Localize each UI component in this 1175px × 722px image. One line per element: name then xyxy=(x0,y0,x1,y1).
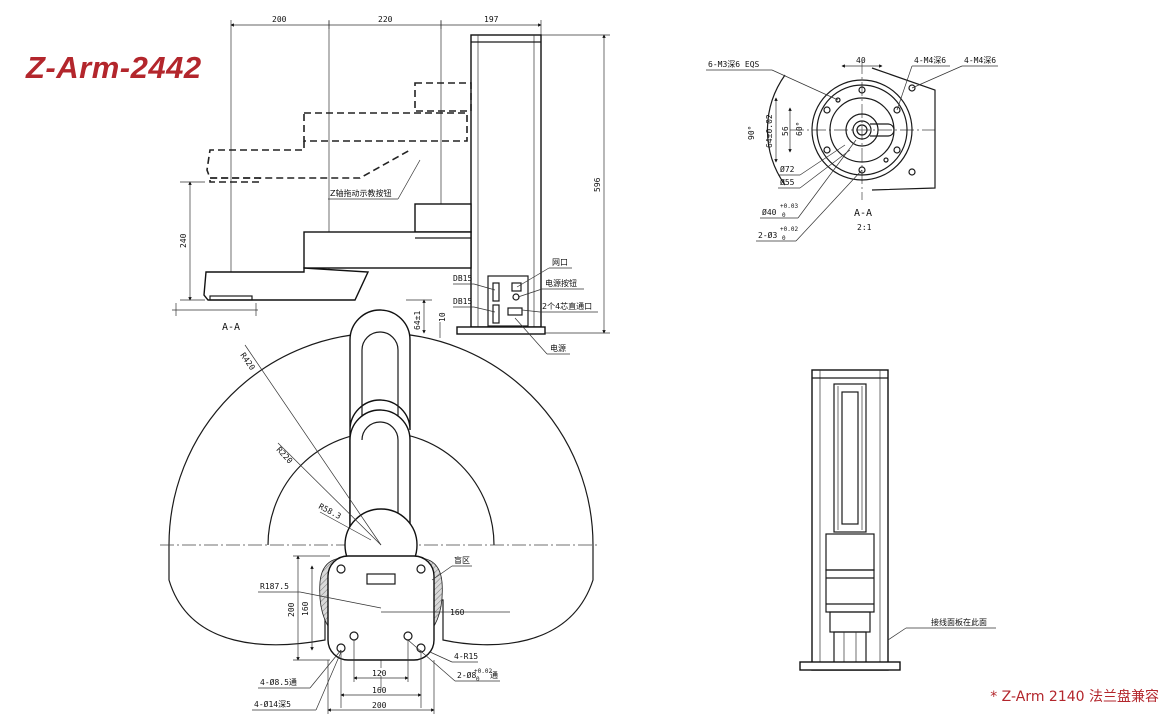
flange-dim-56: 56 xyxy=(781,126,790,136)
flange-pin3-tol0: 0 xyxy=(782,235,786,242)
flange-phi72: Ø72 xyxy=(780,164,795,174)
product-title: Z-Arm-2442 xyxy=(26,50,202,85)
label-hole-8-5: 4-Ø8.5通 xyxy=(260,677,297,687)
side-view: 200 220 197 596 240 xyxy=(172,15,610,355)
flange-phi55: Ø55 xyxy=(780,177,795,187)
flange-section: A-A xyxy=(854,208,872,219)
label-power-button: 电源按钮 xyxy=(545,278,577,288)
dim-160-bottom: 160 xyxy=(372,686,387,695)
label-pin8-tol0: 0 xyxy=(476,676,480,683)
dim-10-side: 10 xyxy=(438,312,447,322)
flange-pin3-tol: +0.02 xyxy=(780,226,798,233)
dim-64-side: 64±1 xyxy=(413,311,422,330)
flange-m3: 6-M3深6 EQS xyxy=(708,60,760,69)
dim-596: 596 xyxy=(593,177,602,192)
top-view: R420 R220 R58.3 R187.5 盲区 160 200 160 xyxy=(160,309,600,714)
label-four-core: 2个4芯直通口 xyxy=(542,301,592,311)
flange-pin3: 2-Ø3 xyxy=(758,230,777,240)
flange-angle-60: 60° xyxy=(795,122,804,136)
dim-200-top: 200 xyxy=(272,15,287,24)
flange-phi40-tol: +0.03 xyxy=(780,203,798,210)
connector-panel xyxy=(487,275,529,327)
flange-phi40: Ø40 xyxy=(762,207,777,217)
label-hole-14: 4-Ø14深5 xyxy=(254,699,291,709)
dim-220-top: 220 xyxy=(378,15,393,24)
column-base xyxy=(799,661,901,671)
label-r1875: R187.5 xyxy=(260,582,289,591)
flange-scale: 2:1 xyxy=(857,223,872,232)
flange-m4-b: 4-M4深6 xyxy=(964,56,996,65)
flange-phi40-tol0: 0 xyxy=(782,212,786,219)
column-body xyxy=(811,369,889,671)
dim-240: 240 xyxy=(179,233,188,248)
flange-compat-note: * Z-Arm 2140 法兰盘兼容 xyxy=(990,689,1159,705)
dim-200-bottom: 200 xyxy=(372,701,387,710)
z-column xyxy=(470,34,542,328)
dim-160-vertical: 160 xyxy=(301,601,310,616)
label-blind-zone: 盲区 xyxy=(454,555,470,565)
dim-197-top: 197 xyxy=(484,15,499,24)
section-aa-side: A-A xyxy=(222,322,240,333)
label-z-button: Z轴拖动示教按钮 xyxy=(330,188,391,198)
label-pin8-tol: +0.02 xyxy=(474,668,492,675)
label-r420: R420 xyxy=(238,351,257,372)
flange-dim-40: 40 xyxy=(856,56,866,65)
column-view: 接线面板在此面 xyxy=(799,369,996,671)
dim-200-vertical: 200 xyxy=(287,602,296,617)
dim-160-right: 160 xyxy=(450,608,465,617)
label-4-r15: 4-R15 xyxy=(454,652,478,661)
label-power: 电源 xyxy=(550,343,566,353)
label-panel-side: 接线面板在此面 xyxy=(931,617,987,627)
label-r220: R220 xyxy=(275,445,295,465)
label-db15-a: DB15 xyxy=(453,274,472,283)
label-r583: R58.3 xyxy=(317,502,343,521)
flange-dim-64: 64±0.02 xyxy=(765,114,774,148)
dim-120: 120 xyxy=(372,669,387,678)
flange-angle-90: 90° xyxy=(747,126,756,140)
label-pin8-suffix: 通 xyxy=(490,670,498,680)
flange-view: 40 64±0.02 56 90° 60° 6-M3深6 EQS 4-M4深6 … xyxy=(706,56,998,242)
flange-m4-a: 4-M4深6 xyxy=(914,56,946,65)
label-network: 网口 xyxy=(552,258,568,267)
label-db15-b: DB15 xyxy=(453,297,472,306)
base-plate xyxy=(456,326,546,335)
label-pin8: 2-Ø8 xyxy=(457,670,476,680)
